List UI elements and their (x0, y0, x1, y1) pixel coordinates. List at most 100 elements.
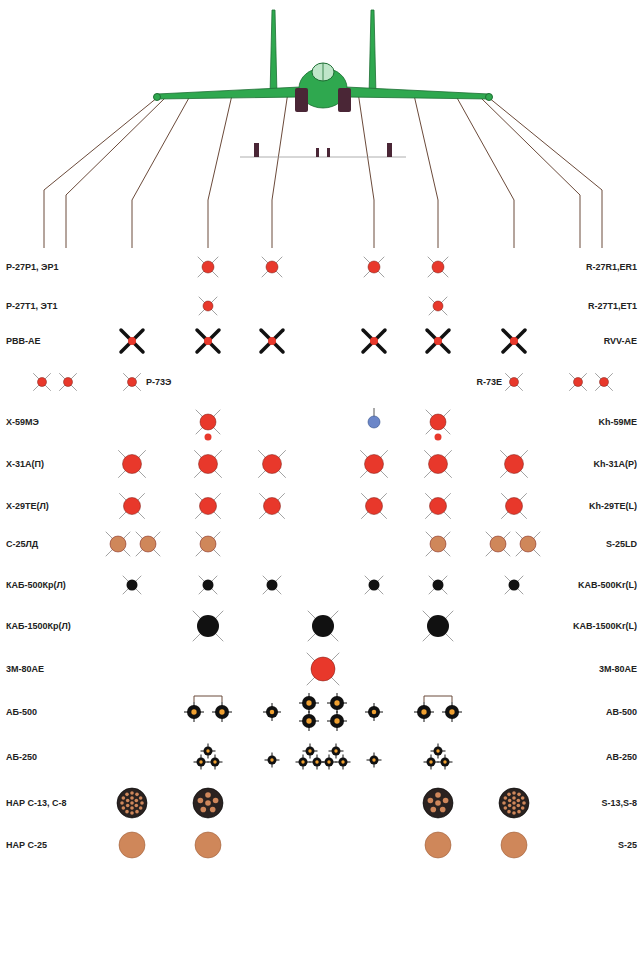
fin-line (263, 576, 281, 594)
rocket-tube (508, 799, 512, 803)
guidance-pod (368, 416, 380, 428)
weapon-symbol (574, 378, 583, 387)
fin-line (506, 374, 523, 391)
bomb-fuse (334, 749, 337, 752)
rocket-tube (210, 807, 216, 813)
rocket-symbol (501, 832, 527, 858)
rocket-tube (126, 804, 130, 808)
rocket-pod (193, 788, 223, 818)
bomb-symbol (187, 705, 201, 719)
weapon-symbol (128, 337, 136, 345)
bomb-fuse (206, 749, 209, 752)
rocket-tube (435, 800, 441, 806)
bomb-fuse (334, 700, 339, 705)
weapon-symbol (368, 261, 380, 273)
aircraft-front-view (154, 10, 493, 157)
rocket-pod (423, 788, 453, 818)
rocket-tube (130, 801, 134, 805)
fin-line (365, 576, 383, 594)
vertical-tail (270, 10, 277, 96)
fin-line (34, 374, 51, 391)
rocket-tube (139, 796, 143, 800)
vertical-tail (369, 10, 376, 96)
fin-line (423, 611, 453, 641)
fin-line (426, 410, 450, 434)
rocket-tube (205, 800, 211, 806)
canopy (312, 63, 334, 81)
weapon-label: S-25LD (606, 539, 637, 550)
weapon-symbol (366, 498, 383, 515)
weapon-symbol (430, 498, 447, 515)
bomb-fuse (449, 709, 454, 714)
fin-line (426, 494, 451, 519)
fin-line (365, 576, 383, 594)
fin-line (34, 374, 51, 391)
bomb-fuse (429, 760, 432, 763)
bomb-fuse (341, 760, 344, 763)
fin-line (106, 532, 130, 556)
bomb-symbol (332, 747, 341, 756)
fin-line (429, 576, 447, 594)
weapon-label: KAB-500Kr(L) (578, 580, 637, 591)
fin-line (123, 576, 141, 594)
rocket-tube (130, 796, 134, 800)
weapon-symbol (435, 434, 442, 441)
bomb-fuse (306, 718, 311, 723)
weapon-label: НАР С-13, С-8 (6, 798, 67, 809)
rocket-tube (120, 801, 124, 805)
bomb-symbol (330, 696, 344, 710)
missile-fin (363, 330, 385, 352)
bomb-symbol (369, 580, 380, 591)
fin-line (193, 611, 223, 641)
fin-line (263, 576, 281, 594)
weapon-label: Р-27Р1, ЭР1 (6, 262, 58, 273)
fin-line (196, 494, 221, 519)
rocket-tube (512, 811, 516, 815)
fin-line (364, 257, 384, 277)
bomb-symbol (441, 758, 450, 767)
fin-line (195, 451, 222, 478)
weapon-symbol (600, 378, 609, 387)
bomb-symbol (370, 756, 379, 765)
leader-line (132, 96, 190, 248)
fin-line (259, 451, 286, 478)
weapon-symbol (203, 301, 213, 311)
weapon-symbol (433, 301, 443, 311)
wingtip-rail (486, 94, 493, 101)
missile-fin (197, 330, 219, 352)
fin-line (570, 374, 587, 391)
fin-line (362, 494, 387, 519)
rocket-tube (130, 791, 134, 795)
weapon-symbol (140, 536, 156, 552)
air-intake (338, 88, 351, 112)
weapon-symbol (202, 261, 214, 273)
fin-line (262, 257, 282, 277)
weapon-symbol (199, 455, 218, 474)
fin-line (119, 451, 146, 478)
rocket-tube (512, 801, 516, 805)
rocket-tube (140, 801, 144, 805)
fin-line (198, 257, 218, 277)
fin-line (196, 532, 220, 556)
rocket-tube (502, 801, 506, 805)
weapon-label: С-25ЛД (6, 539, 38, 550)
landing-gear (254, 143, 259, 157)
weapon-symbol (200, 498, 217, 515)
weapon-label: Х-59МЭ (6, 417, 39, 428)
rocket-tube (125, 810, 129, 814)
fin-line (505, 576, 523, 594)
rocket-tube (125, 793, 129, 797)
fin-line (136, 532, 160, 556)
bomb-fuse (191, 709, 196, 714)
weapon-label: S-25 (618, 840, 637, 851)
weapon-label: АБ-250 (6, 752, 37, 763)
weapon-label: 3M-80AE (599, 664, 637, 675)
leader-line (272, 92, 288, 248)
bomb-symbol (330, 714, 344, 728)
rocket-tube (135, 810, 139, 814)
rocket-tube (521, 796, 525, 800)
missile-fin (261, 330, 283, 352)
fin-line (195, 451, 222, 478)
leader-line (208, 95, 232, 248)
rocket-tube (508, 804, 512, 808)
